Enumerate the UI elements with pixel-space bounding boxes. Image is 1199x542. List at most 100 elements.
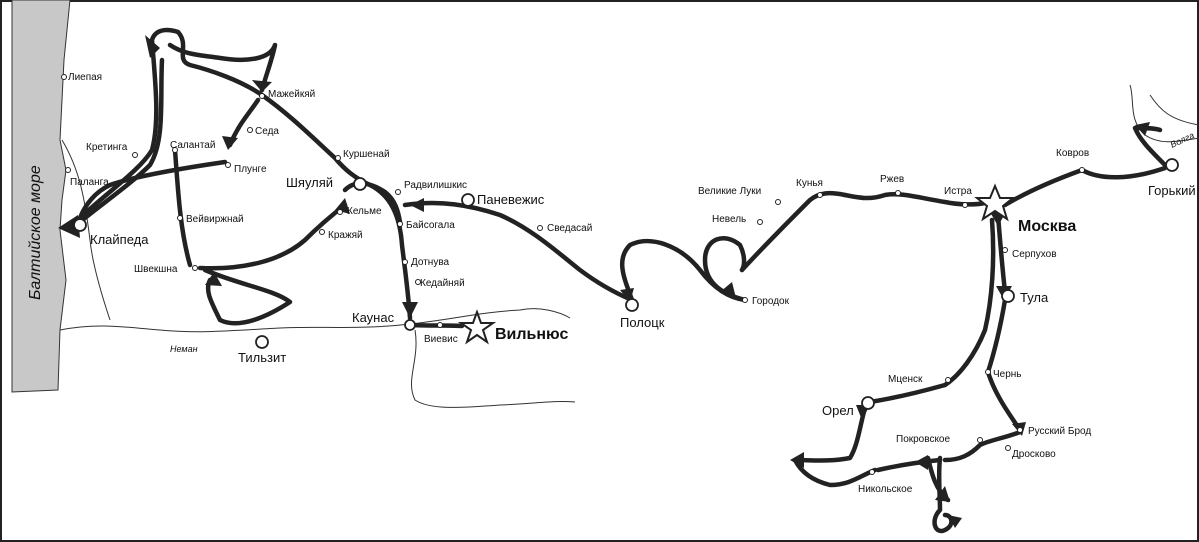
- route-salantai-shvekshna: [172, 147, 193, 268]
- label-kaunas: Каунас: [352, 310, 395, 325]
- place-dot: [61, 74, 67, 80]
- label-radviliskis: Радвилишкис: [404, 180, 467, 191]
- label-nevel: Невель: [712, 214, 746, 225]
- label-klaipeda: Клайпеда: [90, 232, 149, 247]
- route-orel-west-loop: [792, 405, 878, 488]
- label-serpukhov: Серпухов: [1012, 249, 1057, 260]
- place-dot: [335, 155, 341, 161]
- place-dot: [337, 209, 343, 215]
- label-chern: Чернь: [993, 369, 1022, 380]
- star-moskva: [974, 183, 1016, 222]
- place-dot: [869, 469, 875, 475]
- place-dot: [397, 221, 403, 227]
- city-panevezys: [461, 193, 475, 207]
- place-dot: [977, 437, 983, 443]
- place-dot: [775, 199, 781, 205]
- label-polotsk: Полоцк: [620, 315, 665, 330]
- route-panevezys-polotsk: [402, 200, 635, 303]
- label-kelme: Кельме: [347, 206, 382, 217]
- route-plunge-klaipeda: [77, 159, 228, 221]
- label-droskovo: Дросково: [1012, 449, 1056, 460]
- route-shvekshna-loop: [202, 267, 293, 326]
- label-orel: Орел: [822, 403, 854, 418]
- place-dot: [1002, 247, 1008, 253]
- neman-river: [59, 308, 571, 333]
- label-kovrov: Ковров: [1056, 148, 1089, 159]
- label-plunge: Плунге: [234, 164, 267, 175]
- route-mazeikiai-kursenai: [259, 92, 373, 188]
- label-panevezys: Паневежис: [477, 192, 545, 207]
- place-dot: [1017, 427, 1023, 433]
- route-klaipeda-north-return: [67, 57, 165, 233]
- label-nikolskoe: Никольское: [858, 484, 913, 495]
- label-shvekshna: Швекшна: [134, 264, 178, 275]
- arrow-head: [58, 215, 80, 238]
- city-tilsit: [255, 335, 269, 349]
- city-siauliai: [353, 177, 367, 191]
- label-siauliai: Шяуляй: [286, 175, 333, 190]
- route-moskva-mtsensk: [942, 217, 996, 388]
- label-mtsensk: Мценск: [888, 374, 923, 385]
- label-vilnius: Вильнюс: [495, 326, 569, 343]
- label-krazhiai: Кражяй: [328, 230, 363, 241]
- place-dot: [945, 377, 951, 383]
- label-kursenai: Куршенай: [343, 149, 390, 160]
- label-gorodok: Городок: [752, 296, 790, 307]
- place-dot: [192, 265, 198, 271]
- place-dot: [962, 202, 968, 208]
- label-kretinga: Кретинга: [86, 142, 128, 153]
- label-russkiy-brod: Русский Брод: [1028, 426, 1091, 437]
- route-mtsensk-orel: [867, 382, 948, 405]
- route-moskva-gorky: [1002, 165, 1168, 208]
- label-tula: Тула: [1020, 290, 1049, 305]
- label-salantai: Салантай: [170, 140, 215, 151]
- place-dot: [437, 322, 443, 328]
- arrow-head: [935, 486, 950, 502]
- place-dot: [172, 147, 178, 153]
- city-tula: [1001, 289, 1015, 303]
- label-istra: Истра: [944, 186, 972, 197]
- coast-line: [61, 139, 111, 321]
- arrow-head: [145, 35, 160, 58]
- place-dot: [319, 229, 325, 235]
- route-siauliai-kaunas: [367, 182, 413, 321]
- place-dot: [247, 127, 253, 133]
- label-gorky: Горький: [1148, 183, 1196, 198]
- arrow-head: [720, 282, 736, 298]
- label-baisogala: Байсогала: [406, 220, 455, 231]
- label-veivirzhenai: Вейвиржнай: [186, 214, 244, 225]
- place-dot: [895, 190, 901, 196]
- city-klaipeda: [73, 218, 87, 232]
- arrow-head: [402, 302, 418, 318]
- place-dot: [415, 279, 421, 285]
- label-seda: Седа: [255, 126, 279, 137]
- label-velikie-luki: Великие Луки: [698, 186, 761, 197]
- label-moskva: Москва: [1018, 218, 1076, 235]
- label-pokrovskoe: Покровское: [896, 434, 950, 445]
- label-rzhev: Ржев: [880, 174, 904, 185]
- route-moskva-tula: [995, 212, 1008, 295]
- volga-bank: [1149, 94, 1199, 126]
- arrow-head: [1135, 122, 1150, 136]
- star-vilnius: [457, 309, 497, 345]
- sea-label: Балтийское море: [27, 165, 44, 300]
- label-tilsit: Тильзит: [238, 350, 286, 365]
- place-dot: [742, 297, 748, 303]
- place-dot: [259, 93, 265, 99]
- place-dot: [1005, 445, 1011, 451]
- city-gorky: [1165, 158, 1179, 172]
- place-dot: [817, 192, 823, 198]
- label-liepaja: Лиепая: [68, 72, 102, 83]
- label-vievis: Виевис: [424, 334, 458, 345]
- route-north-loop-2: [167, 42, 278, 93]
- route-gorodok-nevel-loop: [702, 235, 748, 303]
- arrow-head: [222, 136, 238, 150]
- place-dot: [177, 215, 183, 221]
- route-pokrovskoe-nikolskoe: [875, 457, 943, 473]
- place-dot: [757, 219, 763, 225]
- route-kaunas-vilnius: [409, 322, 465, 329]
- place-dot: [132, 152, 138, 158]
- place-dot: [225, 162, 231, 168]
